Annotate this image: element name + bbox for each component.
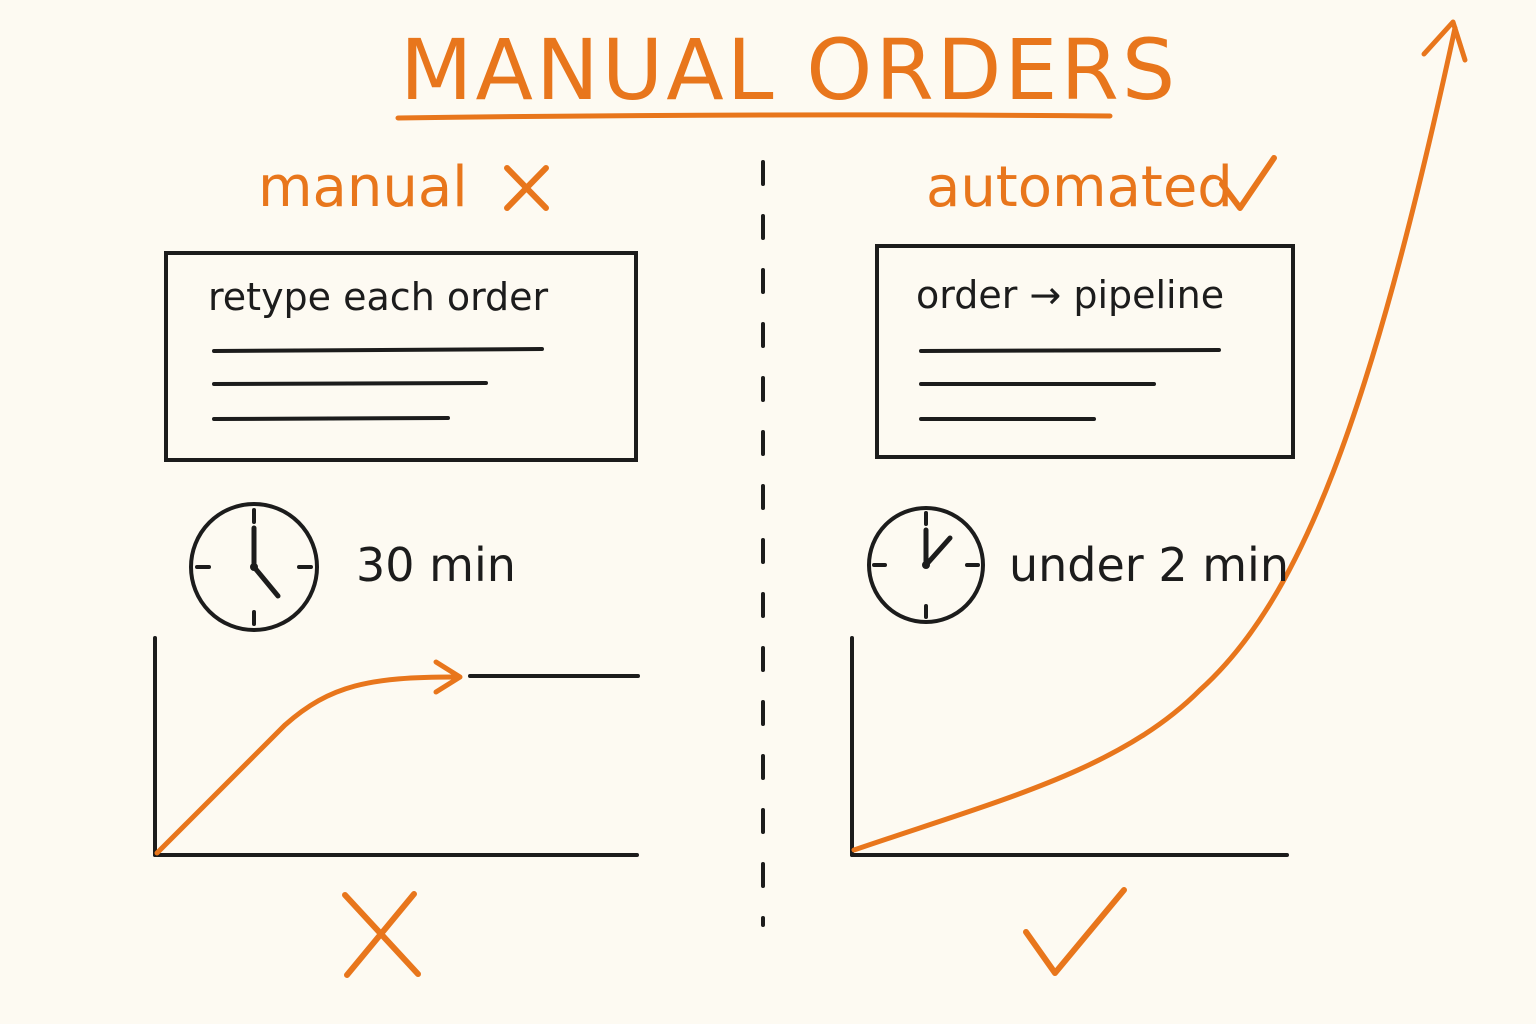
cross-icon (504, 165, 549, 211)
page-title: MANUAL ORDERS (400, 21, 1179, 119)
large-cross-icon (342, 891, 421, 978)
automated-card (875, 244, 1295, 459)
clock-icon (867, 506, 985, 624)
automated-time-label: under 2 min (1009, 538, 1289, 592)
clock-icon (189, 502, 319, 632)
manual-graph-axes (153, 636, 639, 857)
manual-time-label: 30 min (356, 538, 516, 592)
growth-curve (851, 25, 1458, 853)
plateau-curve (154, 674, 458, 856)
title-underline (395, 112, 1113, 121)
automated-card-title: order → pipeline (916, 273, 1225, 317)
manual-card-title: retype each order (208, 275, 549, 319)
arrow-head-icon (433, 659, 463, 695)
automated-graph-axes (850, 636, 1289, 857)
manual-heading: manual (258, 155, 468, 220)
automated-heading: automated (926, 155, 1233, 220)
arrow-head-icon (1421, 19, 1468, 63)
manual-card (164, 251, 638, 462)
large-check-icon (1023, 887, 1127, 976)
check-icon (1219, 155, 1277, 211)
